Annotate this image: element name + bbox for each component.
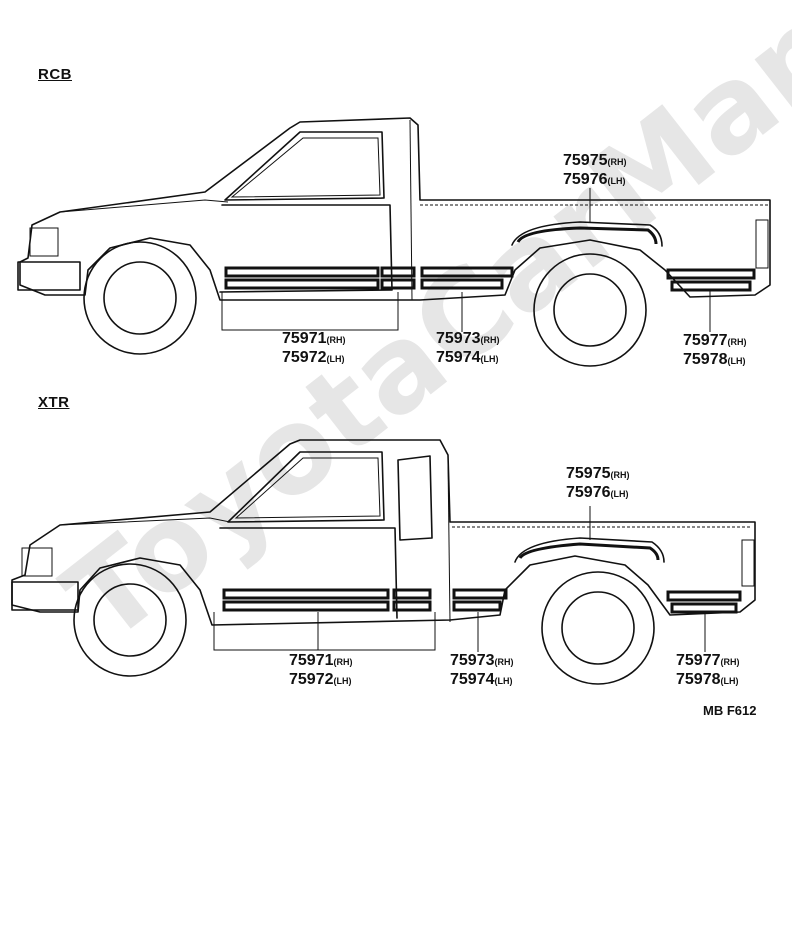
rcb-label-fender-flare: 75975(RH) 75976(LH) bbox=[563, 152, 627, 190]
part-number-rh: 75977 bbox=[683, 332, 728, 349]
side-rh: (RH) bbox=[494, 657, 514, 667]
side-lh: (LH) bbox=[326, 354, 345, 364]
side-lh: (LH) bbox=[494, 676, 513, 686]
part-number-lh: 75978 bbox=[676, 671, 721, 688]
rcb-label-bed-rear-molding: 75977(RH) 75978(LH) bbox=[683, 332, 747, 370]
xtr-truck-drawing bbox=[11, 439, 756, 685]
part-number-lh: 75972 bbox=[282, 349, 327, 366]
part-number-rh: 75975 bbox=[566, 465, 611, 482]
part-number-lh: 75974 bbox=[450, 671, 495, 688]
side-rh: (RH) bbox=[326, 335, 346, 345]
rcb-label-door-molding: 75971(RH) 75972(LH) bbox=[282, 330, 346, 368]
side-lh: (LH) bbox=[480, 354, 499, 364]
rcb-truck-drawing bbox=[17, 117, 771, 367]
xtr-label-bed-front-molding: 75973(RH) 75974(LH) bbox=[450, 652, 514, 690]
part-number-rh: 75973 bbox=[436, 330, 481, 347]
part-number-rh: 75971 bbox=[289, 652, 334, 669]
part-number-rh: 75975 bbox=[563, 152, 608, 169]
section-title-rcb: RCB bbox=[38, 66, 72, 83]
part-number-lh: 75976 bbox=[566, 484, 611, 501]
side-rh: (RH) bbox=[607, 157, 627, 167]
side-rh: (RH) bbox=[720, 657, 740, 667]
side-lh: (LH) bbox=[720, 676, 739, 686]
part-number-lh: 75976 bbox=[563, 171, 608, 188]
xtr-label-door-molding: 75971(RH) 75972(LH) bbox=[289, 652, 353, 690]
xtr-label-bed-rear-molding: 75977(RH) 75978(LH) bbox=[676, 652, 740, 690]
side-lh: (LH) bbox=[610, 489, 629, 499]
part-number-lh: 75974 bbox=[436, 349, 481, 366]
side-lh: (LH) bbox=[333, 676, 352, 686]
figure-code: MB F612 bbox=[703, 703, 757, 718]
part-number-lh: 75972 bbox=[289, 671, 334, 688]
section-title-xtr: XTR bbox=[38, 394, 70, 411]
part-number-rh: 75977 bbox=[676, 652, 721, 669]
xtr-label-fender-flare: 75975(RH) 75976(LH) bbox=[566, 465, 630, 503]
side-rh: (RH) bbox=[727, 337, 747, 347]
rcb-label-bed-front-molding: 75973(RH) 75974(LH) bbox=[436, 330, 500, 368]
part-number-rh: 75973 bbox=[450, 652, 495, 669]
side-lh: (LH) bbox=[607, 176, 626, 186]
side-rh: (RH) bbox=[610, 470, 630, 480]
part-number-rh: 75971 bbox=[282, 330, 327, 347]
side-rh: (RH) bbox=[480, 335, 500, 345]
side-rh: (RH) bbox=[333, 657, 353, 667]
part-number-lh: 75978 bbox=[683, 351, 728, 368]
side-lh: (LH) bbox=[727, 356, 746, 366]
